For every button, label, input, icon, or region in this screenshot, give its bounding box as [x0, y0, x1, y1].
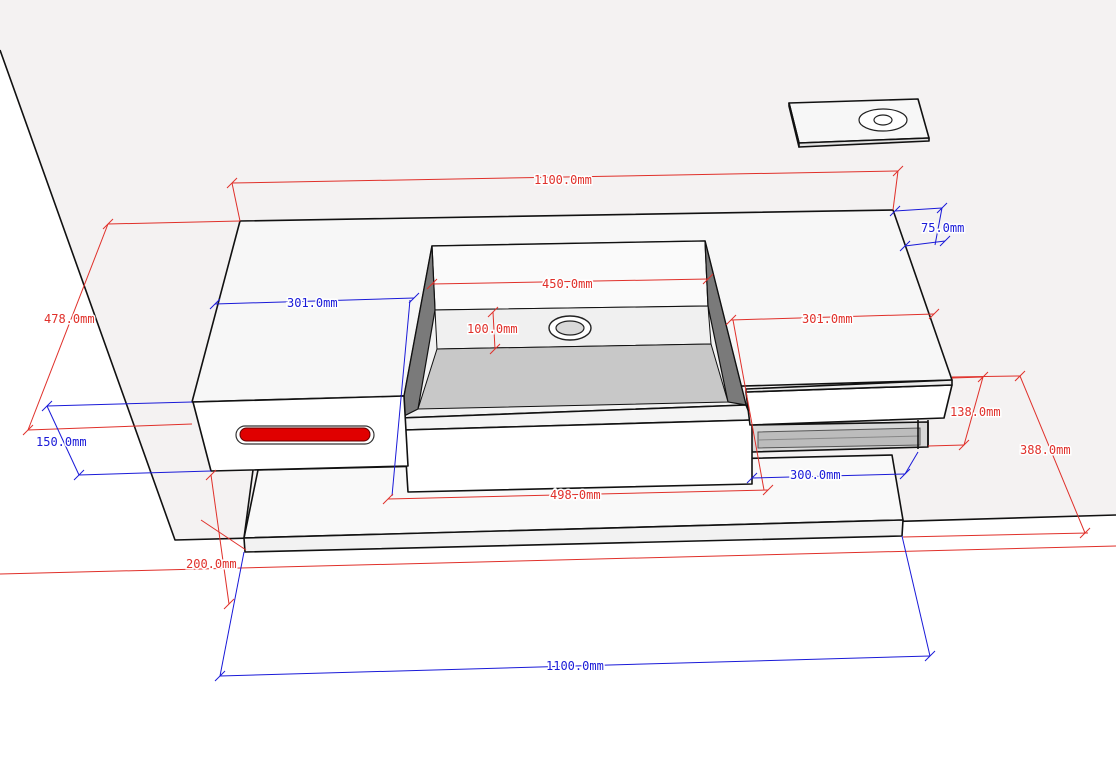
shelf-offset-end-tick: [223, 598, 235, 610]
ground-line: [0, 545, 1116, 575]
dim-back-gap: 75.0mm: [921, 221, 964, 235]
back-gap-bot-line: [904, 240, 946, 247]
left-ledge-start-tick: [209, 298, 221, 310]
basin-front-start-tick: [382, 493, 394, 505]
total-height-line: [1019, 375, 1086, 534]
left-ledge-end-tick: [408, 292, 420, 304]
top-width-ext-r: [892, 170, 899, 211]
top-width-line: [231, 170, 899, 184]
right-ledge: [745, 379, 953, 449]
back-gap-bot-end-tick: [939, 235, 951, 247]
right-height-line: [963, 376, 984, 446]
basin-width-start-tick: [426, 278, 438, 290]
right-ext-bot: [927, 444, 965, 447]
right-ledge-start-tick: [725, 314, 737, 326]
right-shelf-ext: [904, 451, 919, 475]
dim-bottom-width: 1100.0mm: [546, 659, 604, 673]
right-ext-top: [951, 376, 984, 379]
back-gap-top-start-tick: [889, 205, 901, 217]
faucet-plate: [788, 98, 930, 148]
drawer-ext-bot: [78, 470, 212, 476]
dim-shelf-offset: 200.0mm: [186, 557, 237, 571]
basin-depth-end-tick: [489, 343, 501, 355]
bottom-width-line: [219, 655, 931, 677]
basin-front-line: [387, 489, 769, 500]
basin-width-line: [431, 278, 709, 285]
total-ext-top: [951, 375, 1021, 378]
basin-floor: [417, 343, 729, 410]
dim-depth: 478.0mm: [44, 312, 95, 326]
depth-ext-bot: [27, 423, 193, 431]
basin-right-vert: [732, 319, 765, 491]
drawer-ext-top: [46, 401, 193, 407]
dim-basin-depth: 100.0mm: [467, 322, 518, 336]
bottom-ext-l: [219, 551, 245, 677]
depth-line: [27, 223, 109, 431]
basin-back-wall: [431, 240, 709, 311]
top-width-ext-l: [231, 182, 241, 222]
dim-basin-front: 498.0mm: [550, 488, 601, 502]
basin-front: [399, 404, 753, 493]
dim-right-height: 138.0mm: [950, 405, 1001, 419]
total-ext-bot: [902, 532, 1089, 538]
basin-front-end-tick: [762, 484, 774, 496]
dim-top-width: 1100.0mm: [534, 173, 592, 187]
back-gap-bot-start-tick: [899, 240, 911, 252]
left-ledge-line: [214, 297, 415, 305]
dim-left-ledge: 301.0mm: [287, 296, 338, 310]
right-ledge-line: [730, 313, 935, 321]
basin: [399, 240, 747, 420]
dim-right-shelf: 300.0mm: [790, 468, 841, 482]
shelf-offset-line: [210, 474, 230, 605]
shelf-offset-ext: [200, 519, 247, 551]
drawer: [192, 395, 409, 472]
depth-ext-top: [107, 220, 241, 225]
right-cubby: [749, 421, 929, 453]
dim-total-height: 388.0mm: [1020, 443, 1071, 457]
dim-right-ledge: 301.0mm: [802, 312, 853, 326]
basin-left-vert: [391, 299, 411, 497]
bottom-ext-r: [901, 535, 931, 657]
back-wall-right-edge: [879, 514, 1116, 523]
right-shelf-line: [751, 473, 906, 479]
back-gap-top-line: [894, 207, 943, 212]
right-ledge-end-tick: [928, 308, 940, 320]
back-gap-vert: [934, 207, 943, 246]
basin-width-end-tick: [702, 273, 714, 285]
basin-depth-line: [492, 311, 496, 350]
shelf-offset-start-tick: [205, 469, 217, 481]
dim-basin-width: 450.0mm: [542, 277, 593, 291]
basin-depth-start-tick: [487, 306, 499, 318]
right-shelf-start-tick: [746, 472, 758, 484]
drawer-height-line: [46, 405, 80, 476]
dim-drawer-height: 150.0mm: [36, 435, 87, 449]
